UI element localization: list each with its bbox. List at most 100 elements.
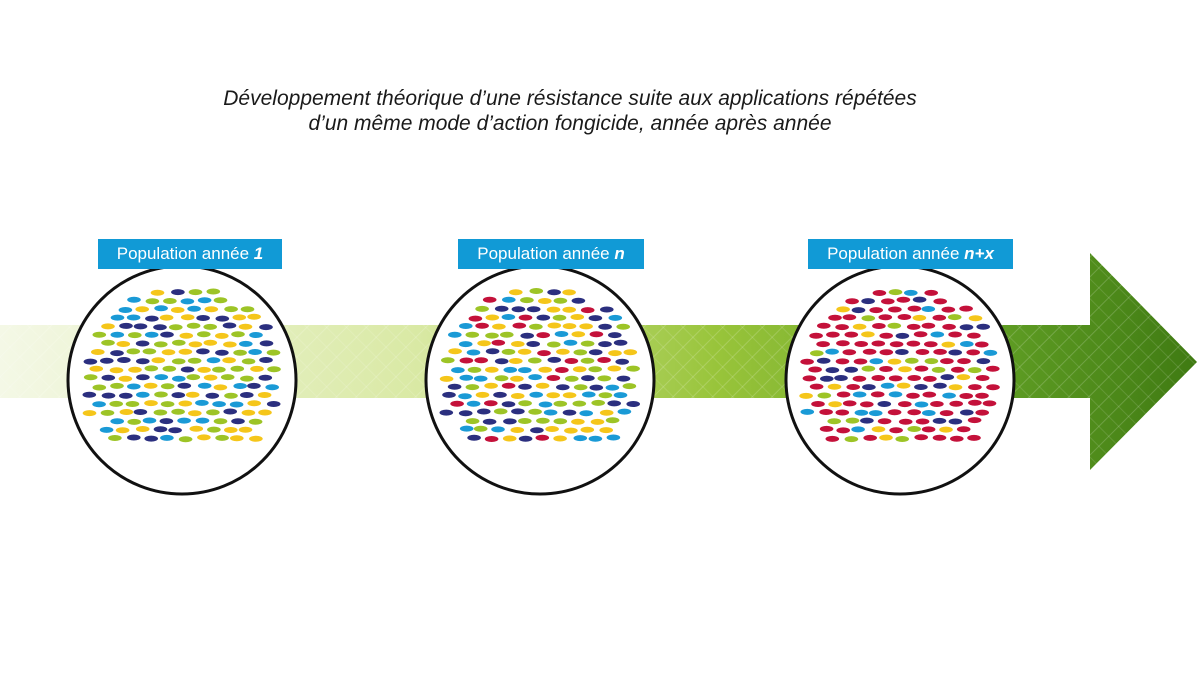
population-dot xyxy=(553,297,568,304)
population-dot xyxy=(240,375,254,382)
population-dot xyxy=(230,435,244,442)
population-dot xyxy=(171,392,186,399)
population-dot xyxy=(607,400,621,407)
population-dot xyxy=(580,340,595,347)
population-dot xyxy=(835,324,849,331)
population-dot xyxy=(223,341,237,348)
population-dot xyxy=(536,417,550,424)
population-dot xyxy=(906,323,921,330)
label-suffix: 1 xyxy=(253,244,264,263)
population-dot xyxy=(154,391,168,398)
population-dot xyxy=(924,358,939,365)
population-dot xyxy=(145,298,160,305)
population-dot xyxy=(571,297,586,304)
population-dot xyxy=(509,289,523,296)
population-dot xyxy=(215,434,229,441)
population-dot xyxy=(878,314,893,321)
population-dot xyxy=(810,350,824,357)
population-dot xyxy=(888,391,903,398)
population-dot xyxy=(518,367,532,374)
population-dot xyxy=(492,323,506,330)
population-dot xyxy=(889,341,904,348)
population-dot xyxy=(265,384,280,391)
population-dot xyxy=(520,332,534,339)
population-dot xyxy=(617,408,632,415)
population-dot xyxy=(597,375,612,382)
population-dot xyxy=(959,324,974,331)
population-dot xyxy=(206,357,221,364)
population-dot xyxy=(118,375,133,382)
population-dot xyxy=(501,314,516,320)
population-dot xyxy=(206,288,221,295)
population-dot xyxy=(82,410,97,417)
population-dot xyxy=(982,400,997,407)
population-dot xyxy=(266,401,281,407)
population-dot xyxy=(466,400,481,407)
population-dot xyxy=(518,418,532,424)
population-dot xyxy=(195,399,209,406)
population-dot xyxy=(528,374,542,381)
population-dot xyxy=(942,323,956,330)
population-dot xyxy=(898,401,912,408)
population-dot xyxy=(110,350,124,357)
population-dot xyxy=(212,401,226,408)
population-dot xyxy=(215,349,229,356)
population-dot xyxy=(119,409,134,415)
population-dot xyxy=(572,366,587,373)
population-dot xyxy=(881,298,895,305)
population-dot xyxy=(879,332,893,339)
population-dot xyxy=(948,349,962,356)
population-dot xyxy=(266,349,281,356)
population-dot xyxy=(110,382,124,389)
population-dot xyxy=(197,366,211,373)
population-dot xyxy=(475,391,490,398)
population-dot xyxy=(622,383,637,390)
population-dot xyxy=(842,349,857,356)
population-dot xyxy=(135,306,149,313)
population-dot xyxy=(906,392,920,399)
population-dot xyxy=(258,374,273,381)
population-dot xyxy=(564,358,579,364)
population-dot xyxy=(836,340,850,347)
population-dot xyxy=(518,400,532,407)
population-dot xyxy=(109,400,123,407)
population-dot xyxy=(473,375,488,382)
population-dot xyxy=(819,425,834,432)
population-dot xyxy=(503,418,517,425)
population-dot xyxy=(547,322,562,329)
population-dot xyxy=(872,323,886,329)
population-dot xyxy=(159,418,174,425)
population-dot xyxy=(459,425,474,432)
population-dot xyxy=(581,375,595,382)
population-dot xyxy=(555,367,569,373)
population-dot xyxy=(212,366,226,373)
population-dot xyxy=(914,384,928,390)
population-dot xyxy=(177,417,191,424)
population-dot xyxy=(605,384,620,391)
population-dot xyxy=(248,418,263,425)
population-dot xyxy=(154,305,168,312)
population-dot xyxy=(598,392,613,399)
population-dot xyxy=(887,358,902,365)
population-dot xyxy=(224,306,238,313)
population-dot xyxy=(150,289,165,296)
population-dot xyxy=(536,314,551,321)
population-dot xyxy=(922,391,937,398)
population-dot xyxy=(895,332,910,339)
population-dot xyxy=(231,418,245,425)
population-dot xyxy=(241,409,256,416)
population-dot xyxy=(907,375,921,381)
population-dot xyxy=(905,357,919,364)
population-dot xyxy=(439,375,454,382)
label-population-year-n: Population année n xyxy=(458,239,644,269)
population-dot xyxy=(229,401,244,408)
population-dot xyxy=(967,417,982,424)
population-dot xyxy=(907,426,921,432)
population-dot xyxy=(503,366,518,373)
population-dot xyxy=(975,375,990,381)
population-dot xyxy=(249,332,263,338)
population-dot xyxy=(188,341,203,348)
population-dot xyxy=(171,408,185,415)
population-dot xyxy=(580,357,595,364)
population-dot xyxy=(247,382,261,389)
